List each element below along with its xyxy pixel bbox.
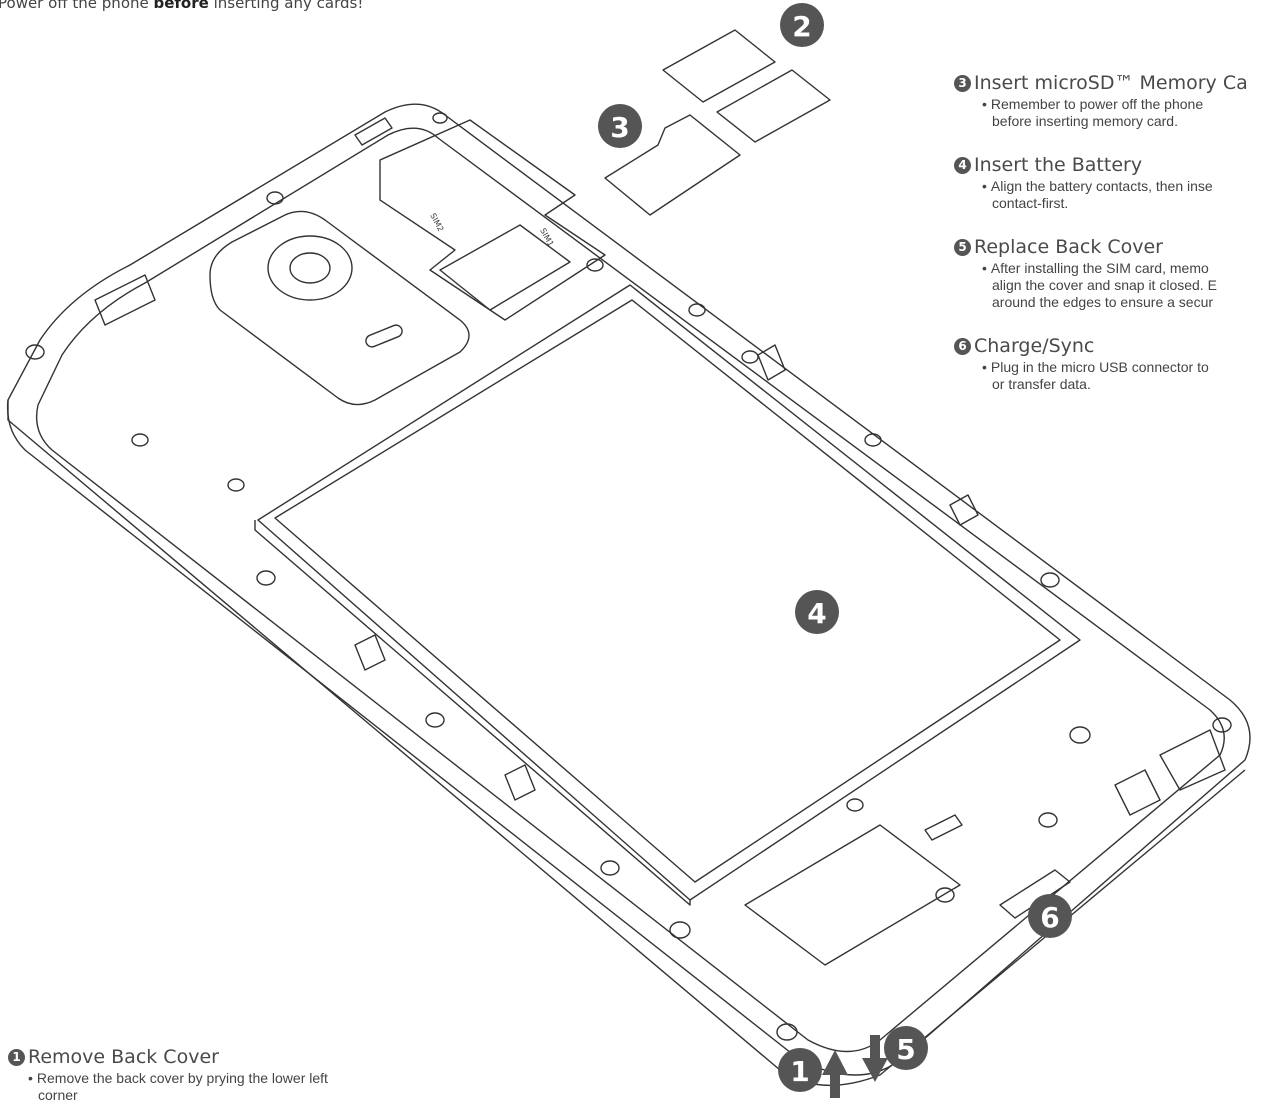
arrow-up-icon <box>822 1050 848 1098</box>
sim-slot-area <box>379 119 606 321</box>
sim2-slot-label: SIM2 <box>428 212 445 233</box>
power-off-warning: Power off the phone before inserting any… <box>0 0 363 12</box>
phone-outer-frame <box>6 103 1251 1076</box>
step-6-number: 6 <box>954 337 971 355</box>
camera-lens <box>289 252 331 284</box>
step-4-body-line2: contact-first. <box>992 195 1069 211</box>
svg-text:5: 5 <box>896 1033 915 1066</box>
step-5-body-line2: align the cover and snap it closed. E <box>992 277 1217 293</box>
step-4-body-line1: Align the battery contacts, then inse <box>990 178 1213 194</box>
svg-text:3: 3 <box>610 111 629 144</box>
sim-card-2 <box>716 69 831 143</box>
step-5-number: 5 <box>954 238 971 256</box>
svg-text:4: 4 <box>807 597 826 630</box>
callout-5: 5 <box>884 1026 928 1070</box>
step-4-title: Insert the Battery <box>974 154 1143 176</box>
callout-6: 6 <box>1028 894 1072 938</box>
step-1-number: 1 <box>8 1048 25 1066</box>
arrow-down-icon <box>862 1035 888 1082</box>
step-3-title: Insert microSD™ Memory Ca <box>974 72 1248 94</box>
callout-2: 2 <box>780 3 824 47</box>
flash <box>365 324 403 348</box>
camera-lens-ring <box>267 235 353 301</box>
phone-side-edge <box>7 400 1246 1087</box>
warning-prefix: Power off the phone <box>0 0 154 12</box>
step-6-title: Charge/Sync <box>974 335 1095 357</box>
step-5-body-line1: After installing the SIM card, memo <box>990 260 1209 276</box>
phone-inner-frame <box>35 127 1225 1053</box>
battery-lip <box>254 520 691 906</box>
step-6-body-line1: Plug in the micro USB connector to <box>990 359 1209 375</box>
camera-module <box>209 210 470 406</box>
warning-emphasis: before <box>153 0 209 12</box>
step-5-body-line3: around the edges to ensure a secur <box>992 294 1214 310</box>
callout-3: 3 <box>598 104 642 148</box>
bottom-board <box>744 824 961 966</box>
step-5-title: Replace Back Cover <box>974 236 1163 258</box>
sim1-slot-label: SIM1 <box>538 227 555 248</box>
battery-compartment-inner <box>274 299 1061 883</box>
svg-text:2: 2 <box>792 10 811 43</box>
warning-suffix: inserting any cards! <box>208 0 364 12</box>
step-3-number: 3 <box>954 74 971 92</box>
sim-card-1 <box>662 29 776 103</box>
screw-bosses <box>25 112 1232 1041</box>
callout-1: 1 <box>778 1048 822 1092</box>
step-3-body-line1: Remember to power off the phone <box>990 96 1204 112</box>
step-6-body-line2: or transfer data. <box>992 376 1091 392</box>
step-1-body: Remove the back cover by prying the lowe… <box>36 1070 328 1103</box>
svg-text:1: 1 <box>790 1055 809 1088</box>
callout-4: 4 <box>795 590 839 634</box>
microsd-card <box>604 114 741 216</box>
battery-compartment <box>257 284 1081 901</box>
step-4-number: 4 <box>954 156 971 174</box>
svg-text:6: 6 <box>1040 901 1059 934</box>
step-1-title: Remove Back Cover <box>28 1046 219 1068</box>
usb-port <box>999 869 1071 919</box>
battery-contacts <box>94 117 1226 841</box>
microsd-slot <box>439 224 571 311</box>
step-3-body-line2: before inserting memory card. <box>992 113 1178 129</box>
side-clips <box>354 344 979 801</box>
